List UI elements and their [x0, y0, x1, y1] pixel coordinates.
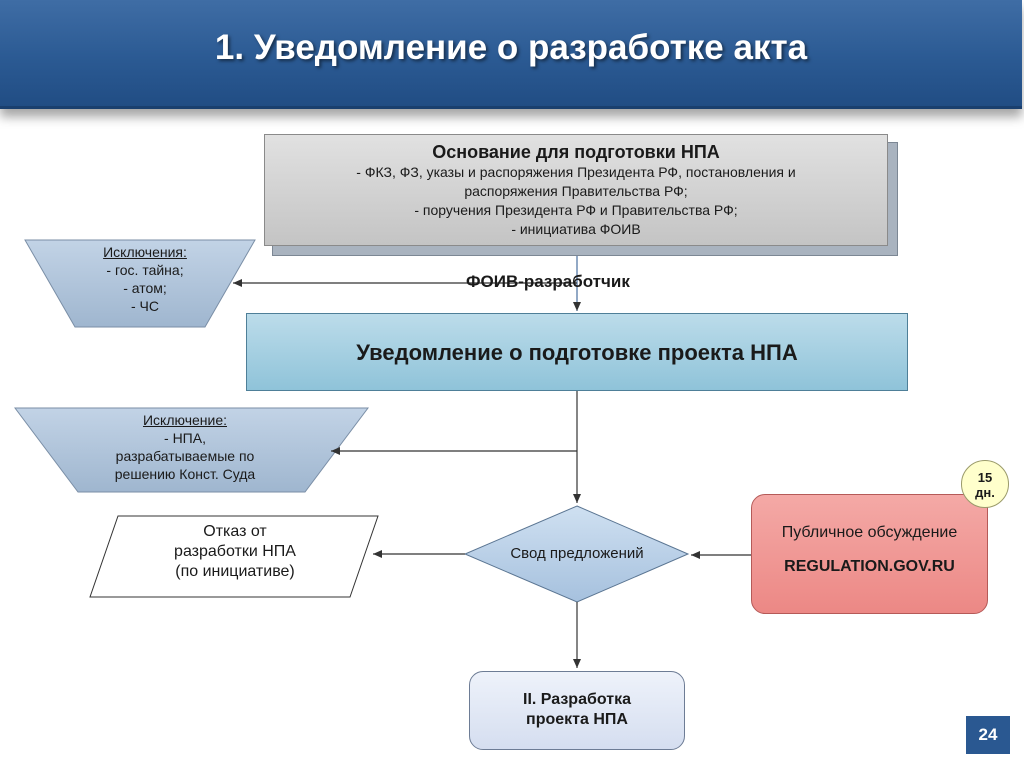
days-badge: 15 дн. — [961, 460, 1009, 508]
refusal-line: Отказ от — [203, 523, 267, 540]
exception1-line: - атом; — [123, 280, 167, 296]
notice-box: Уведомление о подготовке проекта НПА — [246, 313, 908, 391]
foiv-developer-label: ФОИВ-разработчик — [466, 272, 630, 291]
basis-line: распоряжения Правительства РФ; — [464, 183, 688, 199]
public-discussion-label: Публичное обсуждение — [781, 524, 958, 541]
refusal-line: (по инициативе) — [175, 563, 295, 580]
development-box: II. Разработка проекта НПА — [469, 671, 685, 750]
days-unit: дн. — [975, 485, 995, 500]
refusal-text: Отказ от разработки НПА (по инициативе) — [110, 522, 360, 582]
basis-box: Основание для подготовки НПА - ФКЗ, ФЗ, … — [264, 134, 888, 246]
basis-line: - инициатива ФОИВ — [511, 221, 641, 237]
exception1-heading: Исключения: — [103, 244, 187, 260]
development-line: II. Разработка — [523, 691, 631, 708]
svod-label: Свод предложений — [510, 545, 644, 562]
exception1-line: - ЧС — [131, 298, 159, 314]
title-bar: 1. Уведомление о разработке акта — [0, 0, 1022, 109]
exception2-text: Исключение: - НПА, разрабатываемые по ре… — [80, 411, 290, 483]
exception2-line: - НПА, — [164, 430, 206, 446]
exception-shape-2 — [14, 407, 369, 493]
regulation-site-label: REGULATION.GOV.RU — [784, 558, 955, 575]
page-number: 24 — [966, 716, 1010, 754]
days-number: 15 — [977, 470, 993, 485]
basis-heading: Основание для подготовки НПА — [432, 142, 720, 162]
refusal-shape — [89, 515, 379, 598]
page-title: 1. Уведомление о разработке акта — [214, 28, 808, 67]
refusal-line: разработки НПА — [174, 543, 296, 560]
basis-line: - поручения Президента РФ и Правительств… — [414, 202, 738, 218]
public-discussion-box: Публичное обсуждение REGULATION.GOV.RU — [751, 494, 988, 614]
exception2-line: решению Конст. Суда — [114, 466, 256, 482]
exception-shape-1 — [24, 239, 256, 328]
basis-line: - ФКЗ, ФЗ, указы и распоряжения Президен… — [356, 164, 796, 180]
exception2-line: разрабатываемые по — [115, 448, 255, 464]
exception1-text: Исключения: - гос. тайна; - атом; - ЧС — [60, 243, 230, 315]
exception2-heading: Исключение: — [142, 412, 227, 428]
exception1-line: - гос. тайна; — [106, 262, 184, 278]
development-line: проекта НПА — [526, 711, 628, 728]
